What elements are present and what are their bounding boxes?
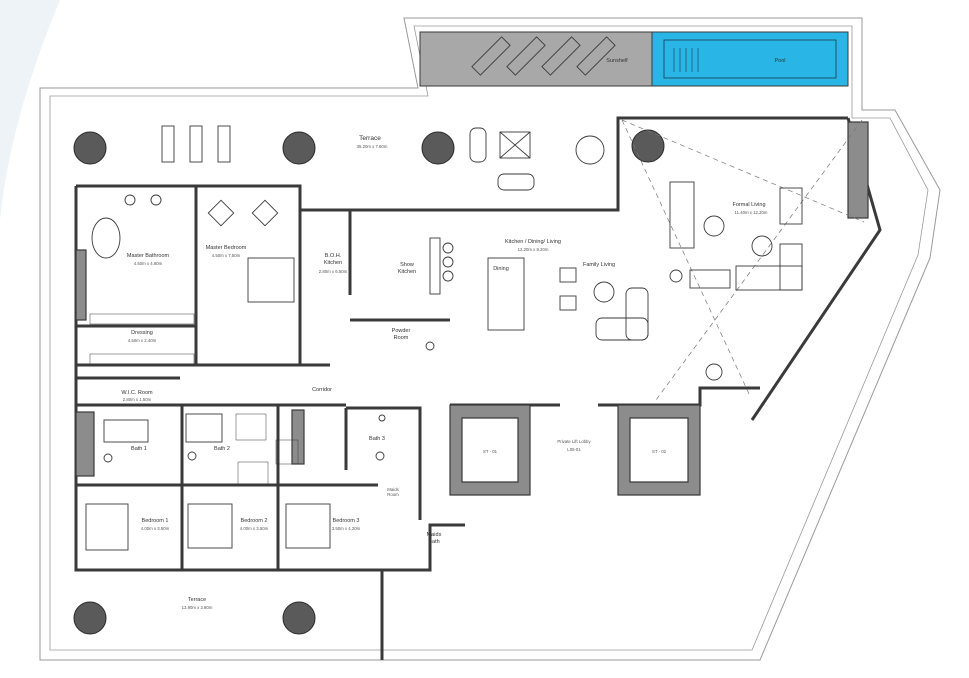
wardrobe-hatching: [89, 313, 299, 485]
bath2-label: Bath 2: [214, 446, 230, 452]
terrace-columns: [73, 129, 665, 635]
show-kitchen-label-line1: Show: [400, 262, 414, 268]
lift-lobby-label-line2: L05-01: [567, 447, 581, 452]
sunshelf-area: [419, 31, 653, 87]
formal-living-diagonals: [621, 119, 865, 401]
maids-bath-label-line2: Bath: [428, 539, 440, 545]
outer-boundary-inner: [49, 25, 929, 651]
kitchen-dining-living-label: Kitchen / Dining/ Living: [505, 239, 561, 245]
terrace-top-label: Terrace: [359, 135, 381, 142]
terrace-bottom-dimensions: 13.90m x 2.80m: [181, 605, 213, 610]
formal-living-dimensions: 11.40m x 12.20m: [734, 210, 768, 215]
boh-kitchen-dimensions: 2.80m x 6.50m: [318, 269, 348, 274]
background-curve: [0, 0, 60, 220]
dining-label: Dining: [493, 266, 509, 272]
terrace-top-dimensions: 35.20m x 7.60m: [356, 144, 388, 149]
dressing-dimensions: 4.50m x 2.40m: [127, 338, 157, 343]
pool-label: Pool: [774, 58, 786, 64]
maids-room-label-line2: Room: [387, 492, 399, 497]
master-bedroom-dimensions: 4.50m x 7.50m: [211, 253, 241, 258]
dressing-label: Dressing: [131, 330, 153, 336]
pool-inner: [663, 39, 837, 79]
pool-steps: [673, 48, 699, 72]
formal-living-label: Formal Living: [732, 202, 766, 208]
wic-room-label: W.I.C. Room: [121, 390, 153, 396]
furniture: [85, 181, 803, 551]
walls: [74, 116, 882, 660]
maids-bath-label-line1: Maids: [426, 532, 442, 538]
show-kitchen-label-line2: Kitchen: [397, 269, 417, 275]
bath3-label: Bath 3: [369, 436, 385, 442]
lift-lobby-label-line1: Private Lift Lobby: [557, 439, 591, 444]
family-living-label: Family Living: [582, 262, 616, 268]
corridor-label: Corridor: [312, 387, 332, 393]
bedroom3-label: Bedroom 3: [332, 518, 360, 524]
maids-room-label-line1: Maids: [387, 487, 399, 492]
lift-cores: [75, 121, 869, 496]
outer-boundary: [39, 17, 941, 661]
sunshelf-label: Sunshelf: [606, 58, 628, 64]
bedroom3-dimensions: 3.50m x 4.20m: [331, 526, 361, 531]
bath1-label: Bath 1: [131, 446, 147, 452]
master-bedroom-label: Master Bedroom: [205, 245, 247, 251]
bedroom1-dimensions: 4.00m x 3.50m: [140, 526, 170, 531]
wic-room-dimensions: 2.80m x 1.50m: [122, 397, 152, 402]
terrace-bottom-label: Terrace: [187, 597, 207, 603]
pool-area: [651, 31, 849, 87]
powder-room-label-line1: Powder: [391, 328, 411, 334]
bedroom1-label: Bedroom 1: [141, 518, 169, 524]
master-bathroom-label: Master Bathroom: [126, 253, 170, 259]
boh-kitchen-label-line2: Kitchen: [323, 260, 343, 266]
boh-kitchen-label-line1: B.O.H.: [324, 253, 342, 259]
kitchen-dining-living-dimensions: 12.20m x 8.20m: [517, 247, 549, 252]
terrace-furniture: [161, 125, 605, 191]
st02-label: ST - 02: [651, 449, 667, 454]
bedroom2-label: Bedroom 2: [240, 518, 268, 524]
bedroom2-dimensions: 4.00m x 3.50m: [239, 526, 269, 531]
powder-room-label-line2: Room: [393, 335, 409, 341]
st01-label: ST - 01: [482, 449, 498, 454]
sun-loungers: [471, 36, 616, 76]
master-bathroom-dimensions: 4.50m x 4.80m: [133, 261, 163, 266]
